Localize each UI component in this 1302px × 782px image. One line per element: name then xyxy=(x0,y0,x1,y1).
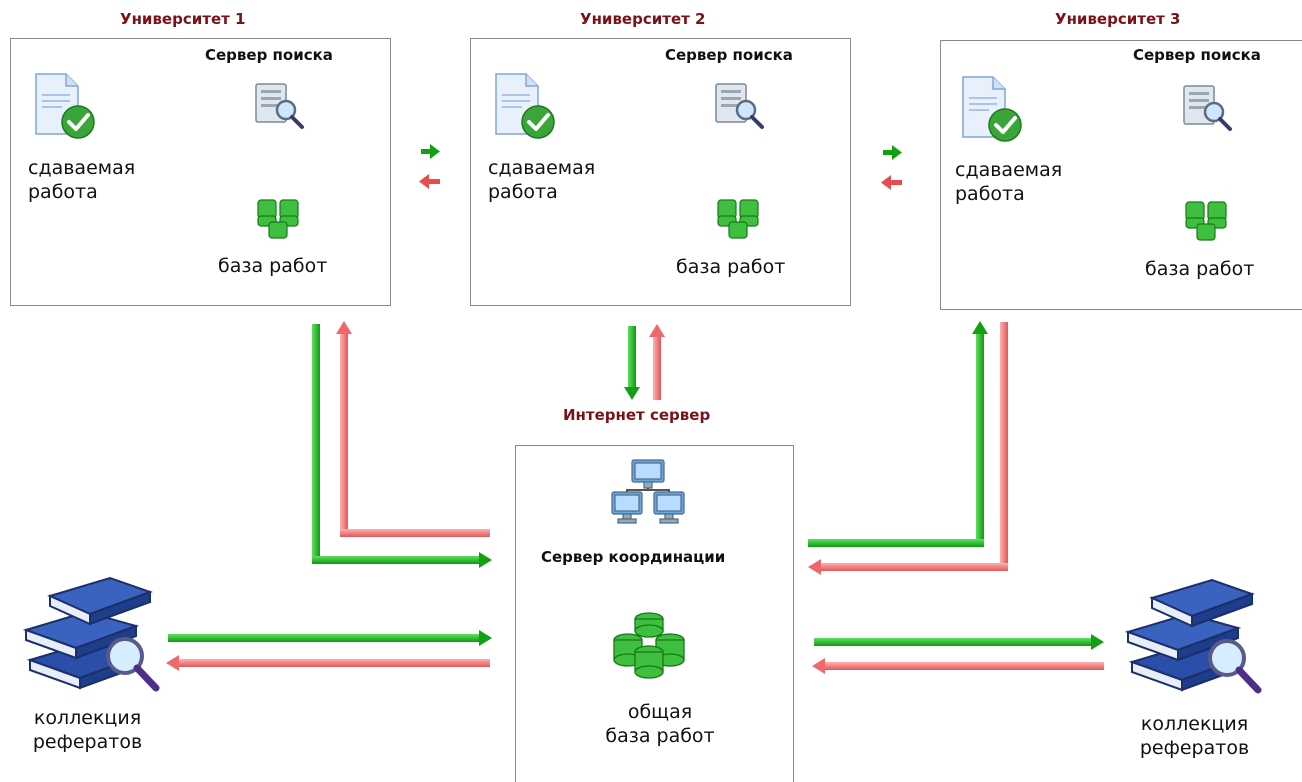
u2-database-icon xyxy=(717,199,759,239)
right-books-search-icon xyxy=(1124,578,1262,694)
u3-doc-label-line2: работа xyxy=(955,183,1025,205)
right-collection-line2: рефератов xyxy=(1139,737,1250,759)
u1-doc-label: сдаваемая работа xyxy=(28,156,135,204)
right-collection-label: коллекция рефератов xyxy=(1127,712,1262,760)
u2-u3-arrows xyxy=(881,145,902,190)
shared-db-label-line1: общая xyxy=(627,701,693,723)
shared-db-label: общая база работ xyxy=(560,700,760,748)
internet-server-title: Интернет сервер xyxy=(563,406,711,424)
network-computers-icon xyxy=(611,459,685,524)
u2-doc-label: сдаваемая работа xyxy=(488,156,595,204)
u2-to-internet-arrow xyxy=(624,326,640,400)
internet-to-u2-arrow xyxy=(649,324,665,400)
u2-search-server-icon xyxy=(715,83,764,129)
u3-search-server-icon xyxy=(1183,85,1232,131)
u1-doc-label-line2: работа xyxy=(28,181,98,203)
u2-doc-label-line2: работа xyxy=(488,181,558,203)
internet-to-u1-arrow xyxy=(336,321,490,537)
internet-to-u3-arrow xyxy=(808,321,988,547)
u1-database-icon xyxy=(257,199,299,239)
u1-title: Университет 1 xyxy=(120,10,246,28)
u1-to-internet-arrow xyxy=(312,324,492,568)
u3-doc-label: сдаваемая работа xyxy=(955,158,1062,206)
shared-database-icon xyxy=(613,612,685,679)
u1-u2-arrows xyxy=(419,144,440,189)
u1-document-check-icon xyxy=(35,73,95,139)
u3-doc-label-line1: сдаваемая xyxy=(955,159,1063,181)
u3-title: Университет 3 xyxy=(1055,10,1181,28)
shared-db-label-line2: база работ xyxy=(605,725,715,747)
right-collection-line1: коллекция xyxy=(1140,713,1249,735)
left-collection-to-internet-arrow xyxy=(168,630,492,646)
u1-doc-label-line1: сдаваемая xyxy=(28,157,136,179)
u3-db-label: база работ xyxy=(1145,258,1255,280)
internet-to-left-collection-arrow xyxy=(166,655,490,671)
u1-search-server-icon xyxy=(255,83,304,129)
u3-document-check-icon xyxy=(962,76,1022,142)
u2-db-label: база работ xyxy=(676,256,786,278)
u1-db-label: база работ xyxy=(218,255,328,277)
u1-server-title: Сервер поиска xyxy=(205,46,333,64)
u2-document-check-icon xyxy=(495,73,555,139)
left-collection-label: коллекция рефератов xyxy=(20,706,155,754)
coordination-server-label: Сервер координации xyxy=(541,548,726,566)
left-collection-line1: коллекция xyxy=(33,707,142,729)
u2-server-title: Сервер поиска xyxy=(665,46,793,64)
u3-database-icon xyxy=(1185,201,1227,241)
u2-title: Университет 2 xyxy=(580,10,706,28)
u3-to-internet-arrow xyxy=(808,322,1008,575)
left-collection-line2: рефератов xyxy=(32,731,143,753)
internet-to-right-collection-arrow xyxy=(814,634,1104,650)
u2-doc-label-line1: сдаваемая xyxy=(488,157,596,179)
u3-server-title: Сервер поиска xyxy=(1133,46,1261,64)
left-books-search-icon xyxy=(22,576,160,692)
right-collection-to-internet-arrow xyxy=(812,658,1104,674)
